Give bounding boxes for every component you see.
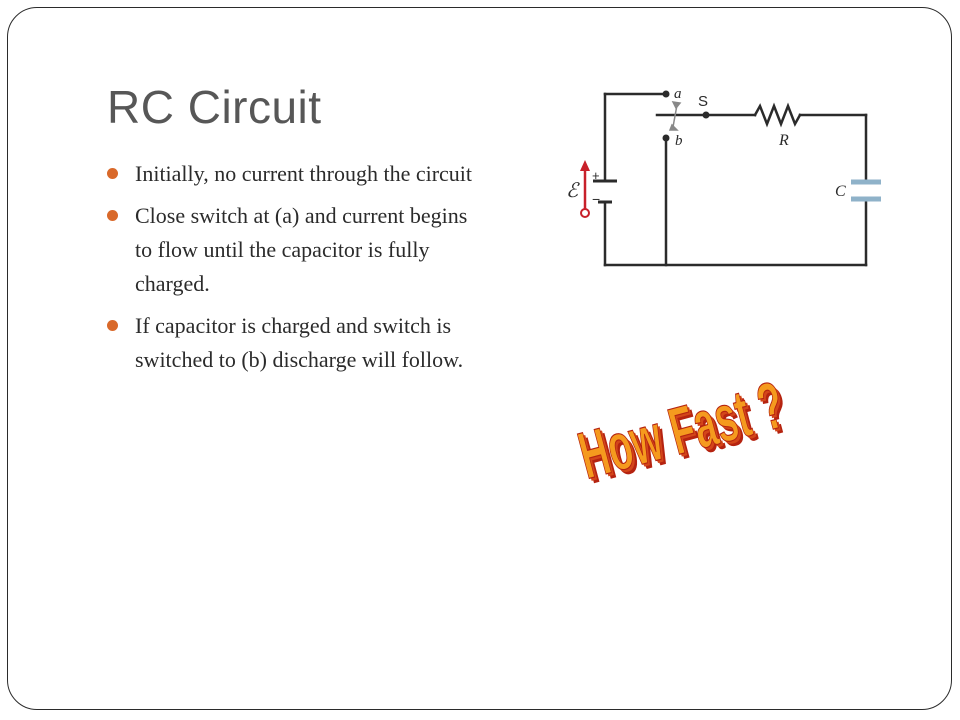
emf-arrow-icon bbox=[580, 160, 590, 218]
contact-b-label: b bbox=[675, 133, 683, 149]
slide-title: RC Circuit bbox=[107, 81, 322, 133]
battery-icon bbox=[593, 179, 617, 204]
switch-toggle-icon bbox=[668, 101, 682, 131]
bullet-item: Close switch at (a) and current begins t… bbox=[105, 199, 485, 301]
contact-a-label: a bbox=[674, 86, 682, 102]
contact-b-dot bbox=[662, 134, 670, 142]
capacitor-label: C bbox=[835, 183, 846, 200]
bullet-list: Initially, no current through the circui… bbox=[105, 157, 485, 385]
contact-a-dot bbox=[662, 90, 670, 98]
bullet-item: If capacitor is charged and switch is sw… bbox=[105, 309, 485, 377]
switch-label: S bbox=[698, 93, 708, 110]
capacitor-icon bbox=[851, 179, 881, 202]
bullet-dot-icon bbox=[107, 320, 118, 331]
bullet-item: Initially, no current through the circui… bbox=[105, 157, 485, 191]
rc-circuit-diagram: a b R C ℰ S + − bbox=[566, 86, 881, 267]
bullet-dot-icon bbox=[107, 168, 118, 179]
battery-minus-label: − bbox=[592, 191, 600, 207]
switch-pivot-dot bbox=[702, 111, 710, 119]
bullet-text: If capacitor is charged and switch is sw… bbox=[135, 313, 464, 372]
bullet-text: Close switch at (a) and current begins t… bbox=[135, 203, 468, 296]
resistor-label: R bbox=[778, 132, 789, 149]
bullet-dot-icon bbox=[107, 210, 118, 221]
emf-label: ℰ bbox=[566, 180, 580, 202]
battery-plus-label: + bbox=[592, 168, 600, 183]
bullet-text: Initially, no current through the circui… bbox=[135, 161, 473, 186]
how-fast-wordart: How Fast ? How Fast ? How Fast ? bbox=[571, 367, 797, 490]
